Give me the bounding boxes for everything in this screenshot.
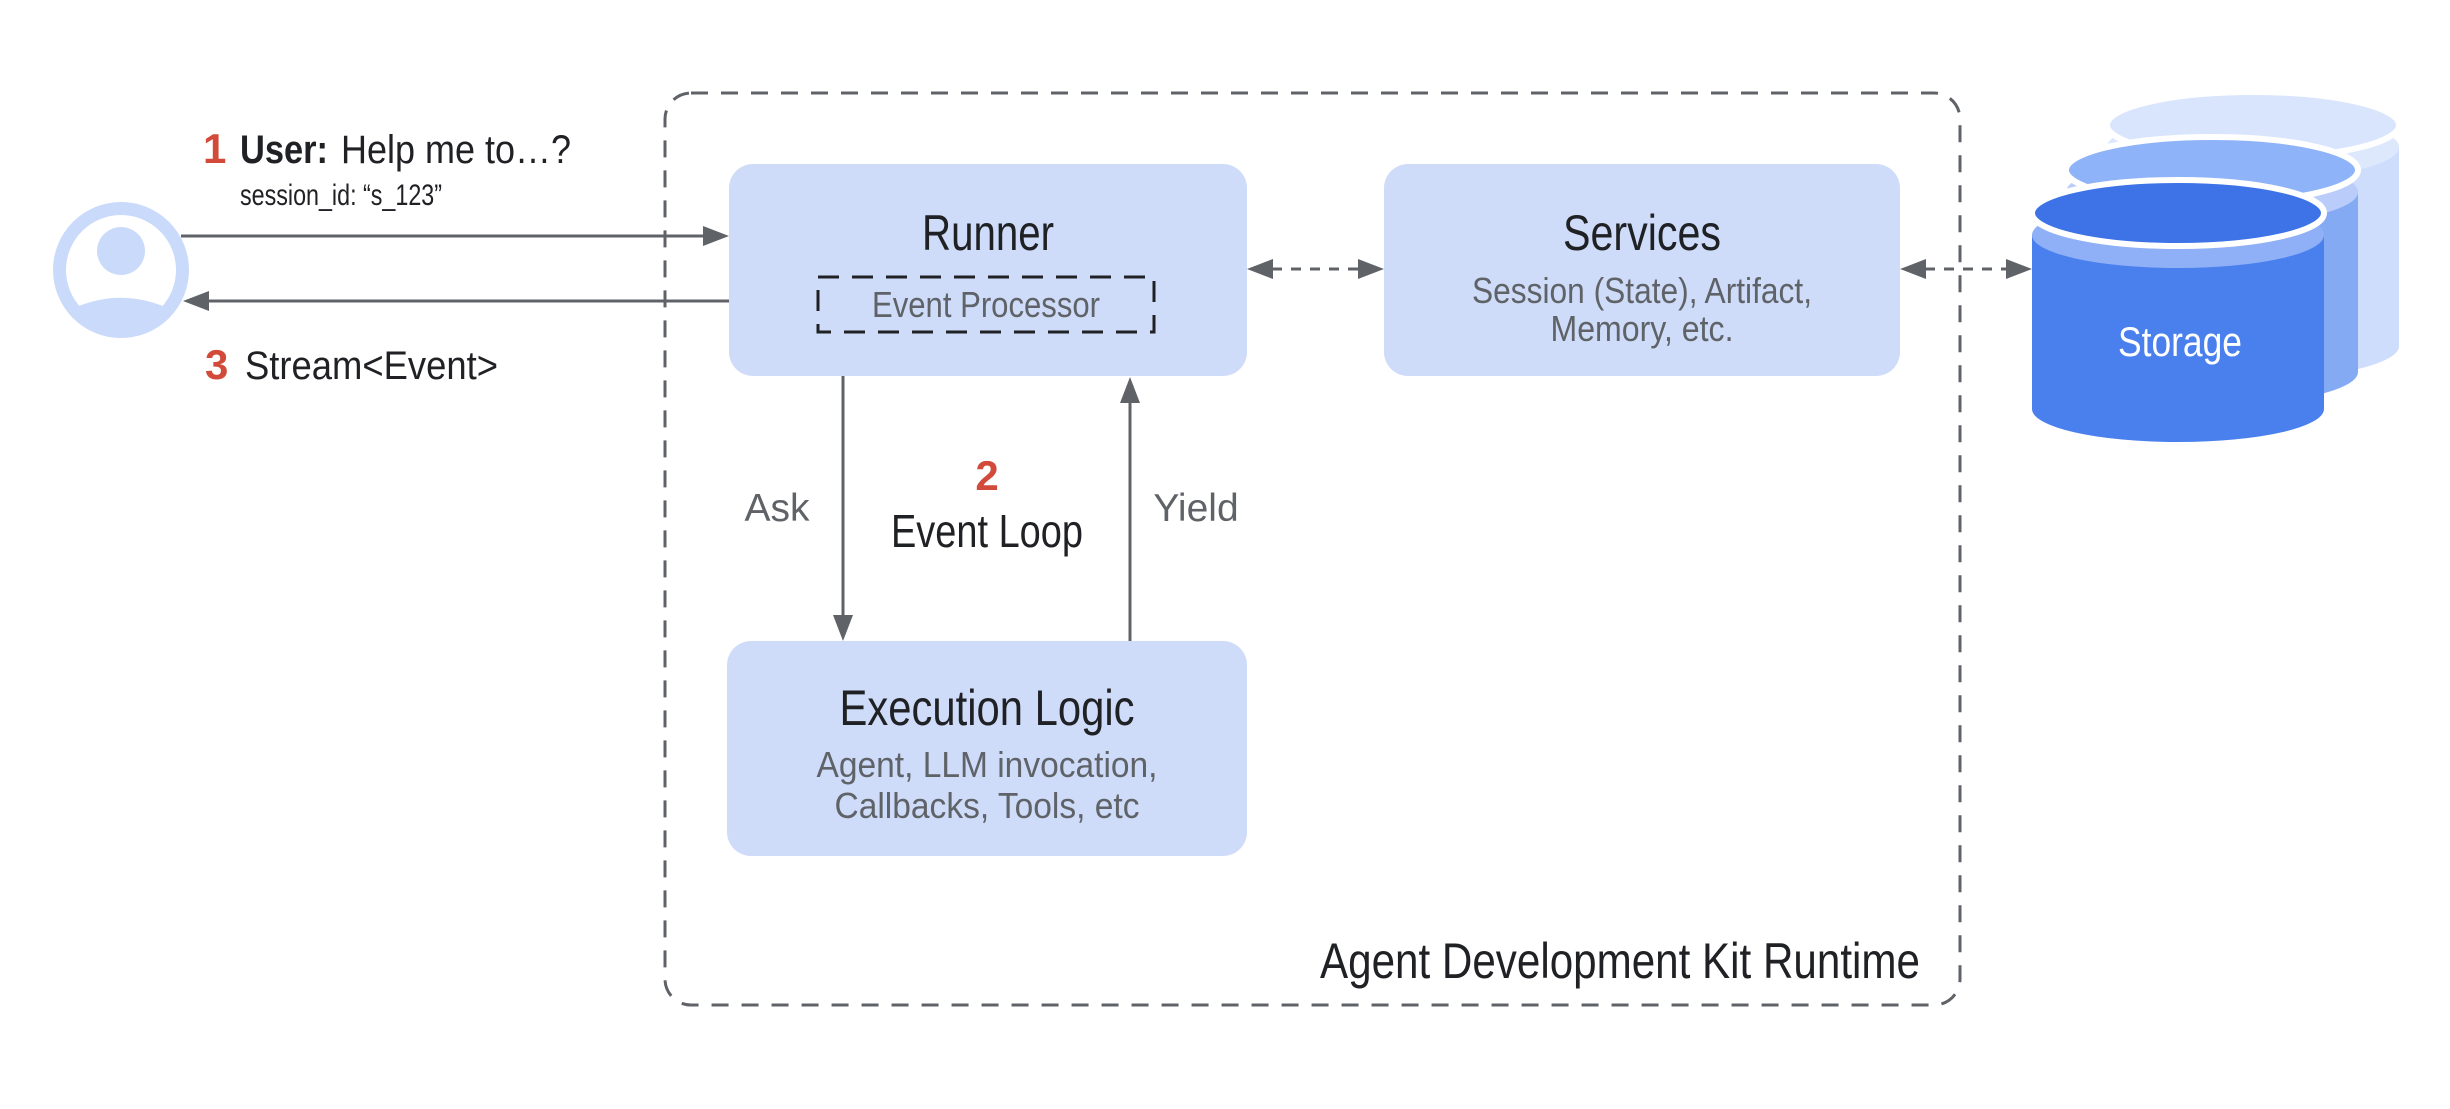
- step3-stream-label: Stream<Event>: [245, 344, 498, 388]
- user-icon-head: [97, 227, 145, 275]
- user-icon-shoulders: [77, 297, 165, 328]
- services-subtitle-line2: Memory, etc.: [1551, 308, 1734, 349]
- execution-logic-title: Execution Logic: [840, 680, 1135, 736]
- session-id-label: session_id: “s_123”: [240, 179, 442, 212]
- yield-label: Yield: [1153, 487, 1238, 530]
- yield-arrow: [1120, 377, 1140, 641]
- step1-message: Help me to…?: [341, 128, 571, 172]
- ask-label: Ask: [744, 487, 810, 530]
- storage-icon: Storage: [2029, 89, 2402, 442]
- user-icon: [53, 202, 189, 338]
- runner-services-arrow: [1247, 259, 1384, 279]
- request-arrow: [181, 226, 729, 246]
- services-title: Services: [1563, 205, 1721, 261]
- runtime-boundary-box: [663, 91, 1962, 1007]
- event-loop-label: Event Loop: [891, 505, 1083, 557]
- storage-label: Storage: [2118, 318, 2242, 365]
- event-processor-label: Event Processor: [872, 284, 1100, 325]
- step1-number: 1: [203, 125, 226, 172]
- step1-user-label: User:: [240, 128, 328, 172]
- step3-number: 3: [205, 341, 228, 388]
- execution-logic-subtitle-line2: Callbacks, Tools, etc: [835, 785, 1140, 826]
- user-icon-ring: [53, 202, 189, 338]
- step3-label: 3 Stream<Event>: [205, 341, 498, 388]
- event-processor-box: [816, 275, 1156, 334]
- step2-number: 2: [975, 452, 998, 499]
- services-storage-arrow: [1900, 259, 2032, 279]
- services-subtitle-line1: Session (State), Artifact,: [1472, 270, 1812, 311]
- storage-cylinder-front: [2029, 177, 2327, 442]
- ask-arrow: [833, 376, 853, 641]
- runtime-boundary-label: Agent Development Kit Runtime: [1320, 933, 1920, 989]
- execution-logic-box: [727, 641, 1247, 856]
- runner-title: Runner: [922, 205, 1054, 261]
- response-arrow: [183, 291, 729, 311]
- runner-box: [729, 164, 1247, 376]
- execution-logic-subtitle-line1: Agent, LLM invocation,: [817, 744, 1158, 785]
- step1-label: 1 User: Help me to…?: [203, 125, 571, 172]
- services-box: [1384, 164, 1900, 376]
